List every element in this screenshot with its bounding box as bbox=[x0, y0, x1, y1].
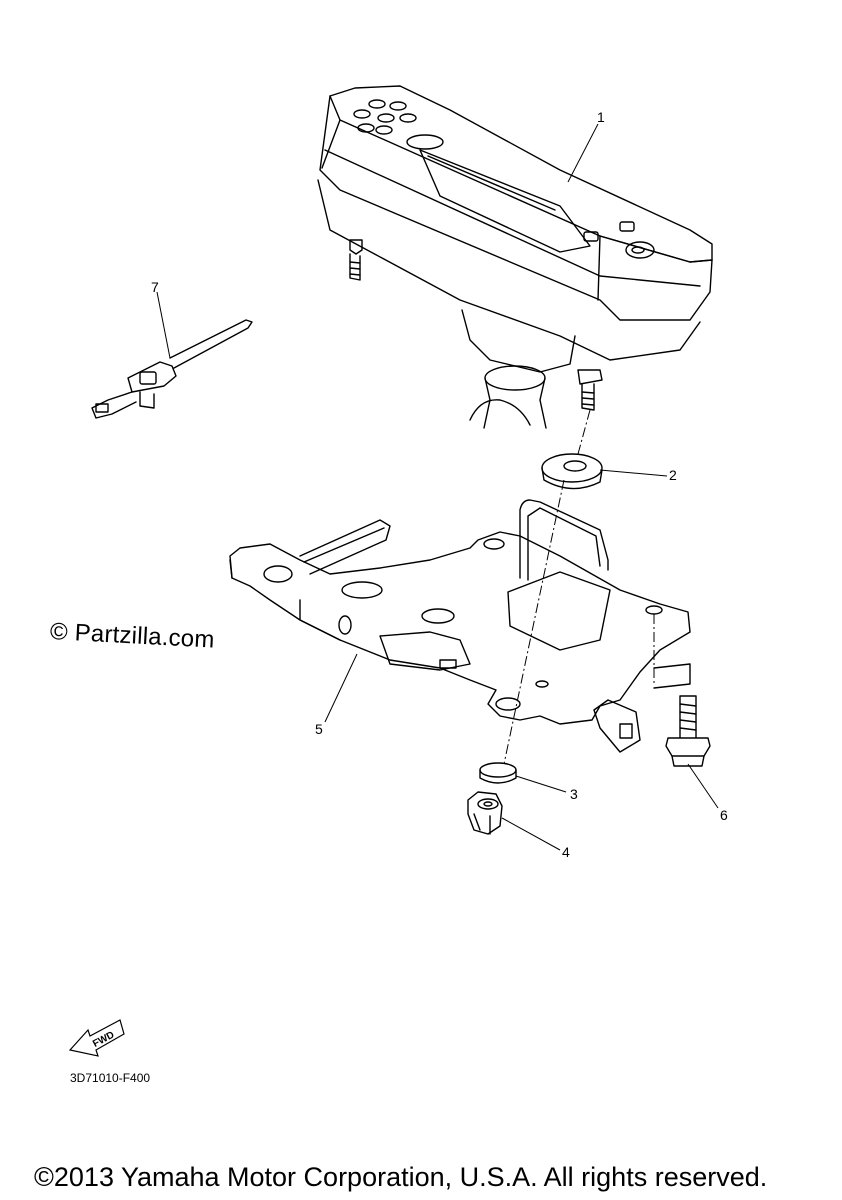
nut bbox=[467, 791, 503, 835]
callout-5: 5 bbox=[315, 721, 323, 737]
meter-bracket bbox=[229, 499, 691, 753]
grommet bbox=[541, 453, 603, 490]
callout-4: 4 bbox=[562, 844, 570, 860]
copyright-notice: ©2013 Yamaha Motor Corporation, U.S.A. A… bbox=[34, 1162, 768, 1192]
callout-6: 6 bbox=[720, 807, 728, 823]
alignment-lines bbox=[503, 409, 655, 765]
callout-3: 3 bbox=[570, 786, 578, 802]
leader-lines bbox=[156, 123, 719, 851]
cable-tie bbox=[91, 319, 253, 419]
drawing-code: 3D71010-F400 bbox=[70, 1071, 151, 1085]
callout-1: 1 bbox=[597, 109, 605, 125]
fwd-arrow-icon bbox=[68, 1019, 125, 1057]
callout-7: 7 bbox=[151, 279, 159, 295]
meter-assembly bbox=[317, 85, 713, 429]
callout-2: 2 bbox=[669, 467, 677, 483]
bolt bbox=[665, 695, 711, 767]
collar bbox=[479, 762, 517, 784]
